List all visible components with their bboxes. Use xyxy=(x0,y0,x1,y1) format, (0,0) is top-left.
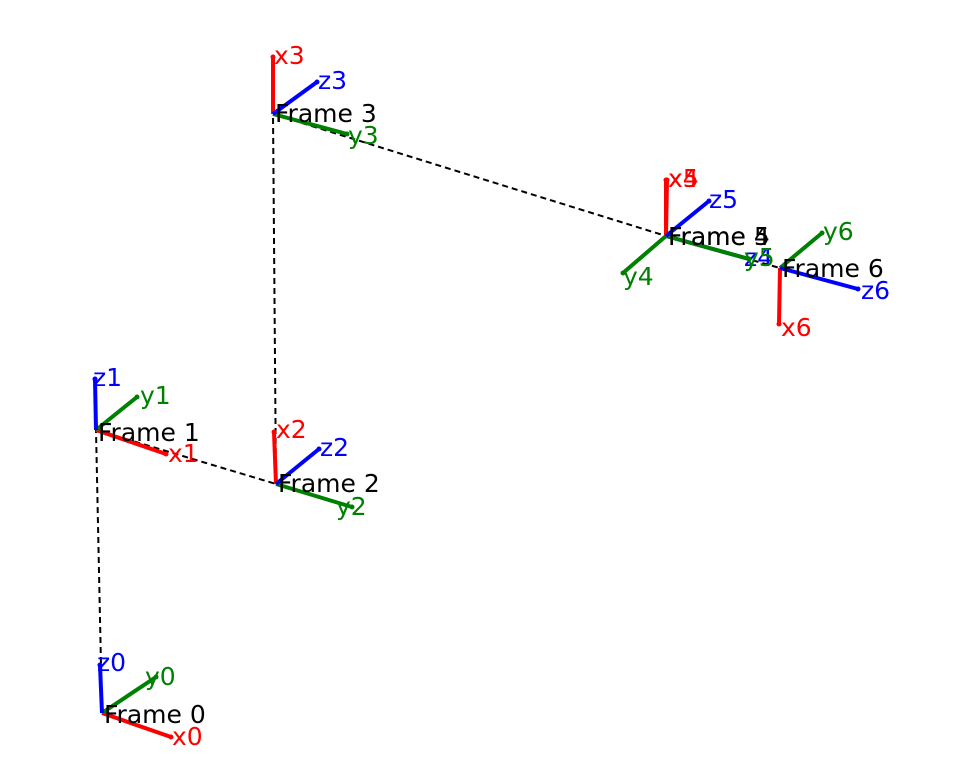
x-axis-label-5: x5 xyxy=(668,164,699,193)
z-axis-label-0: z0 xyxy=(97,648,126,677)
z-axis-2 xyxy=(274,447,321,486)
x-axis-tip-6 xyxy=(776,321,782,327)
x-axis-label-1: x1 xyxy=(168,439,199,468)
frame-label-0: Frame 0 xyxy=(104,700,206,729)
y-axis-tip-1 xyxy=(134,394,140,400)
y-axis-label-3: y3 xyxy=(348,121,379,150)
y-axis-2 xyxy=(275,482,353,509)
y-axis-tip-6 xyxy=(819,230,825,236)
y-axis-label-5: y5 xyxy=(744,243,775,272)
x-axis-label-4: x4 xyxy=(668,164,699,193)
y-axis-4 xyxy=(621,234,668,275)
z-axis-tip-6 xyxy=(855,286,861,292)
x-axis-label-6: x6 xyxy=(781,313,812,342)
y-axis-6 xyxy=(778,231,824,270)
z-axis-1 xyxy=(93,378,98,431)
z-axis-label-2: z2 xyxy=(320,433,349,462)
frame-label-6: Frame 6 xyxy=(782,254,884,283)
x-axis-label-3: x3 xyxy=(274,41,305,70)
x-axis-tip-5 xyxy=(663,177,669,183)
x-axis-label-0: x0 xyxy=(172,722,203,751)
y-axis-tip-2 xyxy=(349,504,355,510)
x-axis-tip-1 xyxy=(163,451,169,457)
z-axis-6 xyxy=(779,266,859,291)
y-axis-0 xyxy=(100,675,158,715)
frame-label-2: Frame 2 xyxy=(278,469,380,498)
link-line-3-4 xyxy=(272,113,667,237)
x-axis-tip-2 xyxy=(271,429,277,435)
link-line-0-1 xyxy=(95,429,103,714)
z-axis-tip-5 xyxy=(706,198,712,204)
frame-label-4: Frame 4 xyxy=(668,222,770,251)
y-axis-5 xyxy=(665,234,750,261)
frame-label-1: Frame 1 xyxy=(98,418,200,447)
z-axis-label-3: z3 xyxy=(318,66,347,95)
y-axis-tip-3 xyxy=(344,131,350,137)
frame-label-3: Frame 3 xyxy=(275,99,377,128)
z-axis-0 xyxy=(98,664,104,714)
z-axis-tip-2 xyxy=(316,446,322,452)
x-axis-tip-3 xyxy=(270,54,276,60)
y-axis-label-1: y1 xyxy=(140,381,171,410)
z-axis-3 xyxy=(271,80,319,116)
z-axis-tip-1 xyxy=(92,376,98,382)
y-axis-tip-4 xyxy=(620,270,626,276)
y-axis-label-2: y2 xyxy=(336,492,367,521)
y-axis-label-6: y6 xyxy=(823,217,854,246)
y-axis-label-4: y4 xyxy=(623,262,654,291)
z-axis-tip-3 xyxy=(314,79,320,85)
frame-label-5: Frame 5 xyxy=(668,222,770,251)
y-axis-3 xyxy=(272,112,348,136)
y-axis-label-0: y0 xyxy=(145,662,176,691)
z-axis-tip-0 xyxy=(97,662,103,668)
z-axis-label-6: z6 xyxy=(861,276,890,305)
x-axis-0 xyxy=(101,711,172,739)
x-axis-label-2: x2 xyxy=(276,415,307,444)
y-axis-1 xyxy=(94,395,139,432)
y-axis-tip-5 xyxy=(746,256,752,262)
x-axis-6 xyxy=(777,267,782,325)
x-axis-1 xyxy=(95,428,167,456)
z-axis-5 xyxy=(664,199,711,238)
x-axis-2 xyxy=(272,431,278,485)
links-layer xyxy=(95,113,781,714)
z-axis-label-1: z1 xyxy=(93,363,122,392)
x-axis-tip-0 xyxy=(168,734,174,740)
z-axis-label-5: z5 xyxy=(709,185,738,214)
y-axis-tip-0 xyxy=(153,674,159,680)
link-line-2-3 xyxy=(272,113,277,485)
